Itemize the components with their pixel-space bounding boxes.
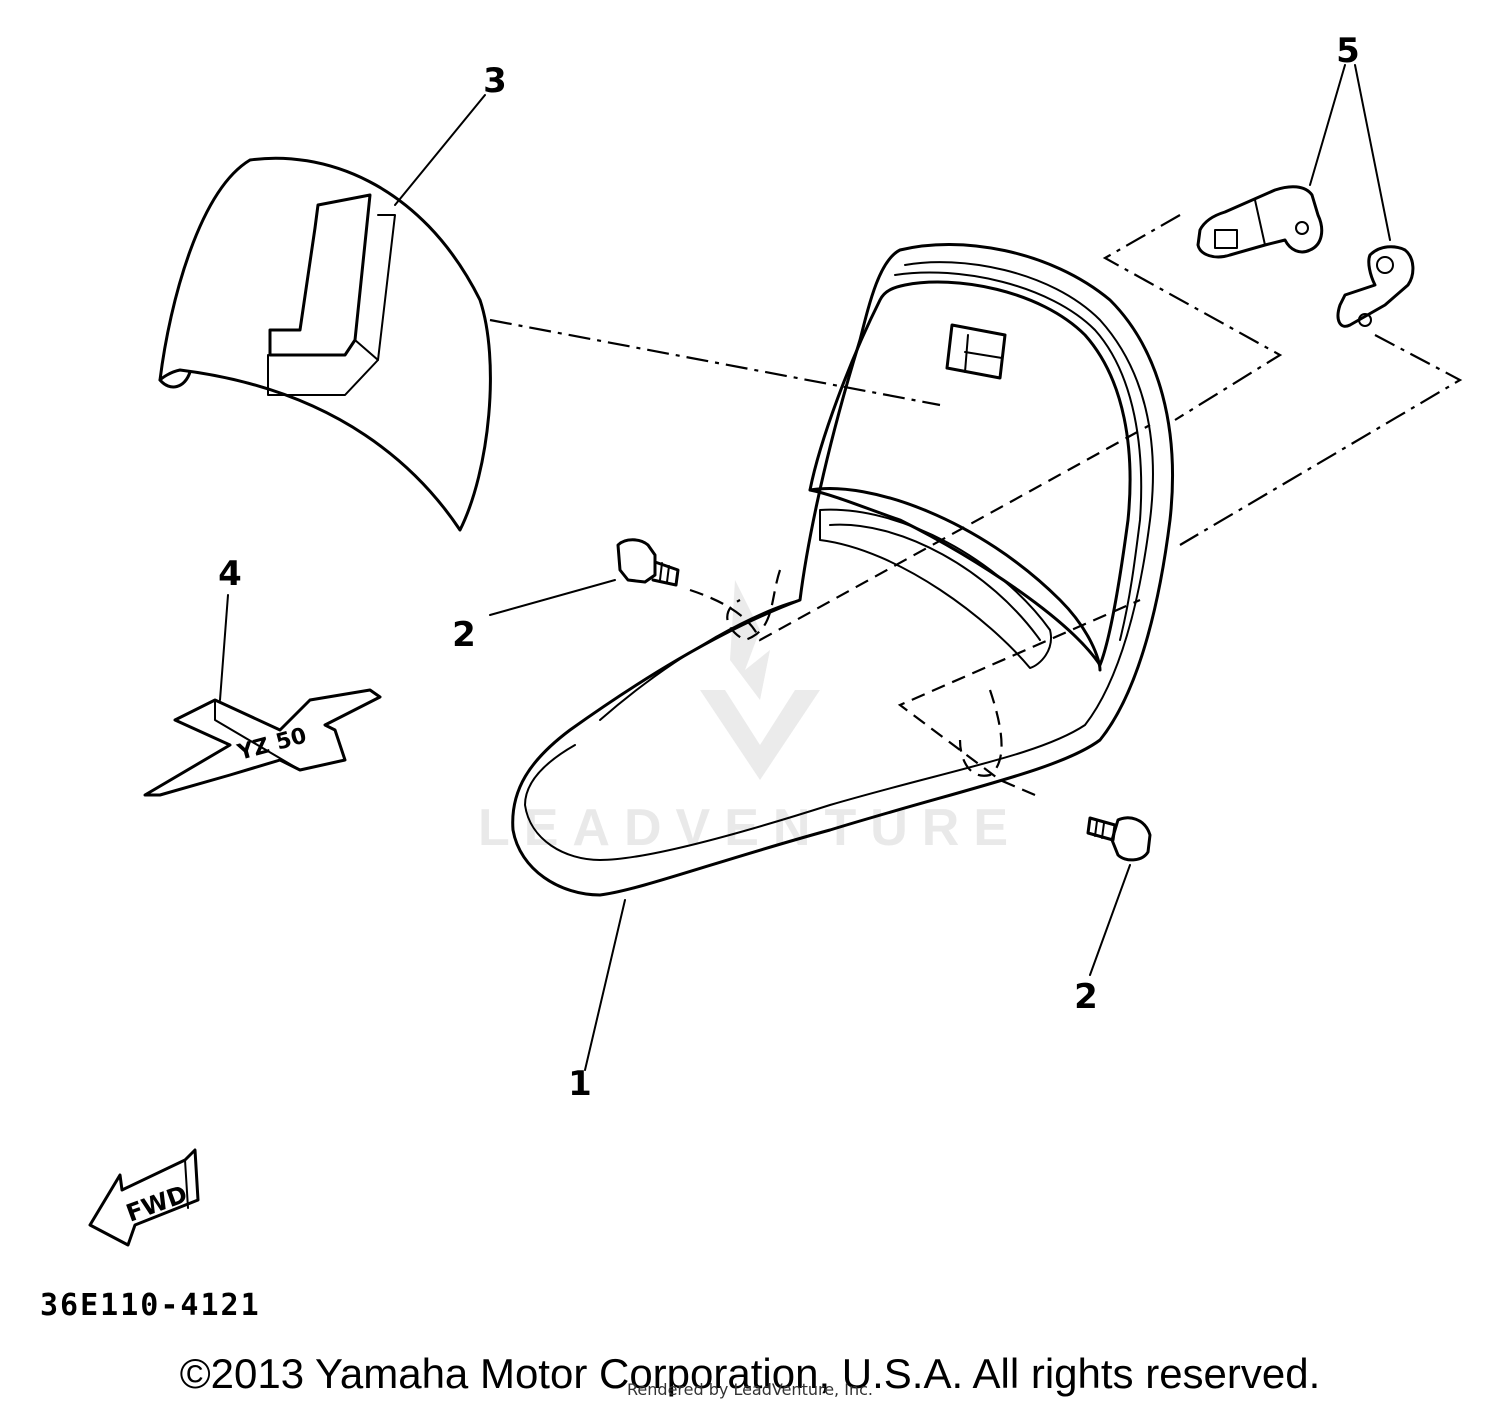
bracket-part-5-b: [1336, 245, 1415, 328]
figure-code: 36E110-4121: [40, 1288, 261, 1323]
decal-part-4: YZ 50: [143, 688, 382, 797]
fwd-arrow-icon: FWD: [88, 1148, 200, 1247]
bolt-part-2-b: [1086, 816, 1152, 862]
copyright-notice: ©2013 Yamaha Motor Corporation, U.S.A. A…: [179, 1350, 1321, 1397]
bracket-part-5-a: [1196, 185, 1324, 259]
callout-4: 4: [218, 554, 242, 594]
callout-2-left: 2: [452, 615, 476, 655]
callout-2-right: 2: [1074, 977, 1098, 1017]
bolt-part-2-a: [616, 538, 680, 587]
watermark-text: LEADVENTURE: [478, 799, 1022, 857]
callout-5: 5: [1336, 31, 1360, 71]
callout-1: 1: [568, 1064, 592, 1104]
watermark: LEADVENTURE: [478, 580, 1022, 857]
rendered-by-notice: Rendered by LeadVenture, Inc.: [627, 1380, 873, 1399]
fwd-label: FWD: [122, 1180, 191, 1228]
seat-part-1: [511, 242, 1174, 897]
decal-text: YZ 50: [234, 723, 309, 766]
seat-cover-part-3: 1: [158, 156, 492, 532]
leader-lines: [219, 64, 1463, 1071]
callout-3: 3: [483, 61, 507, 101]
